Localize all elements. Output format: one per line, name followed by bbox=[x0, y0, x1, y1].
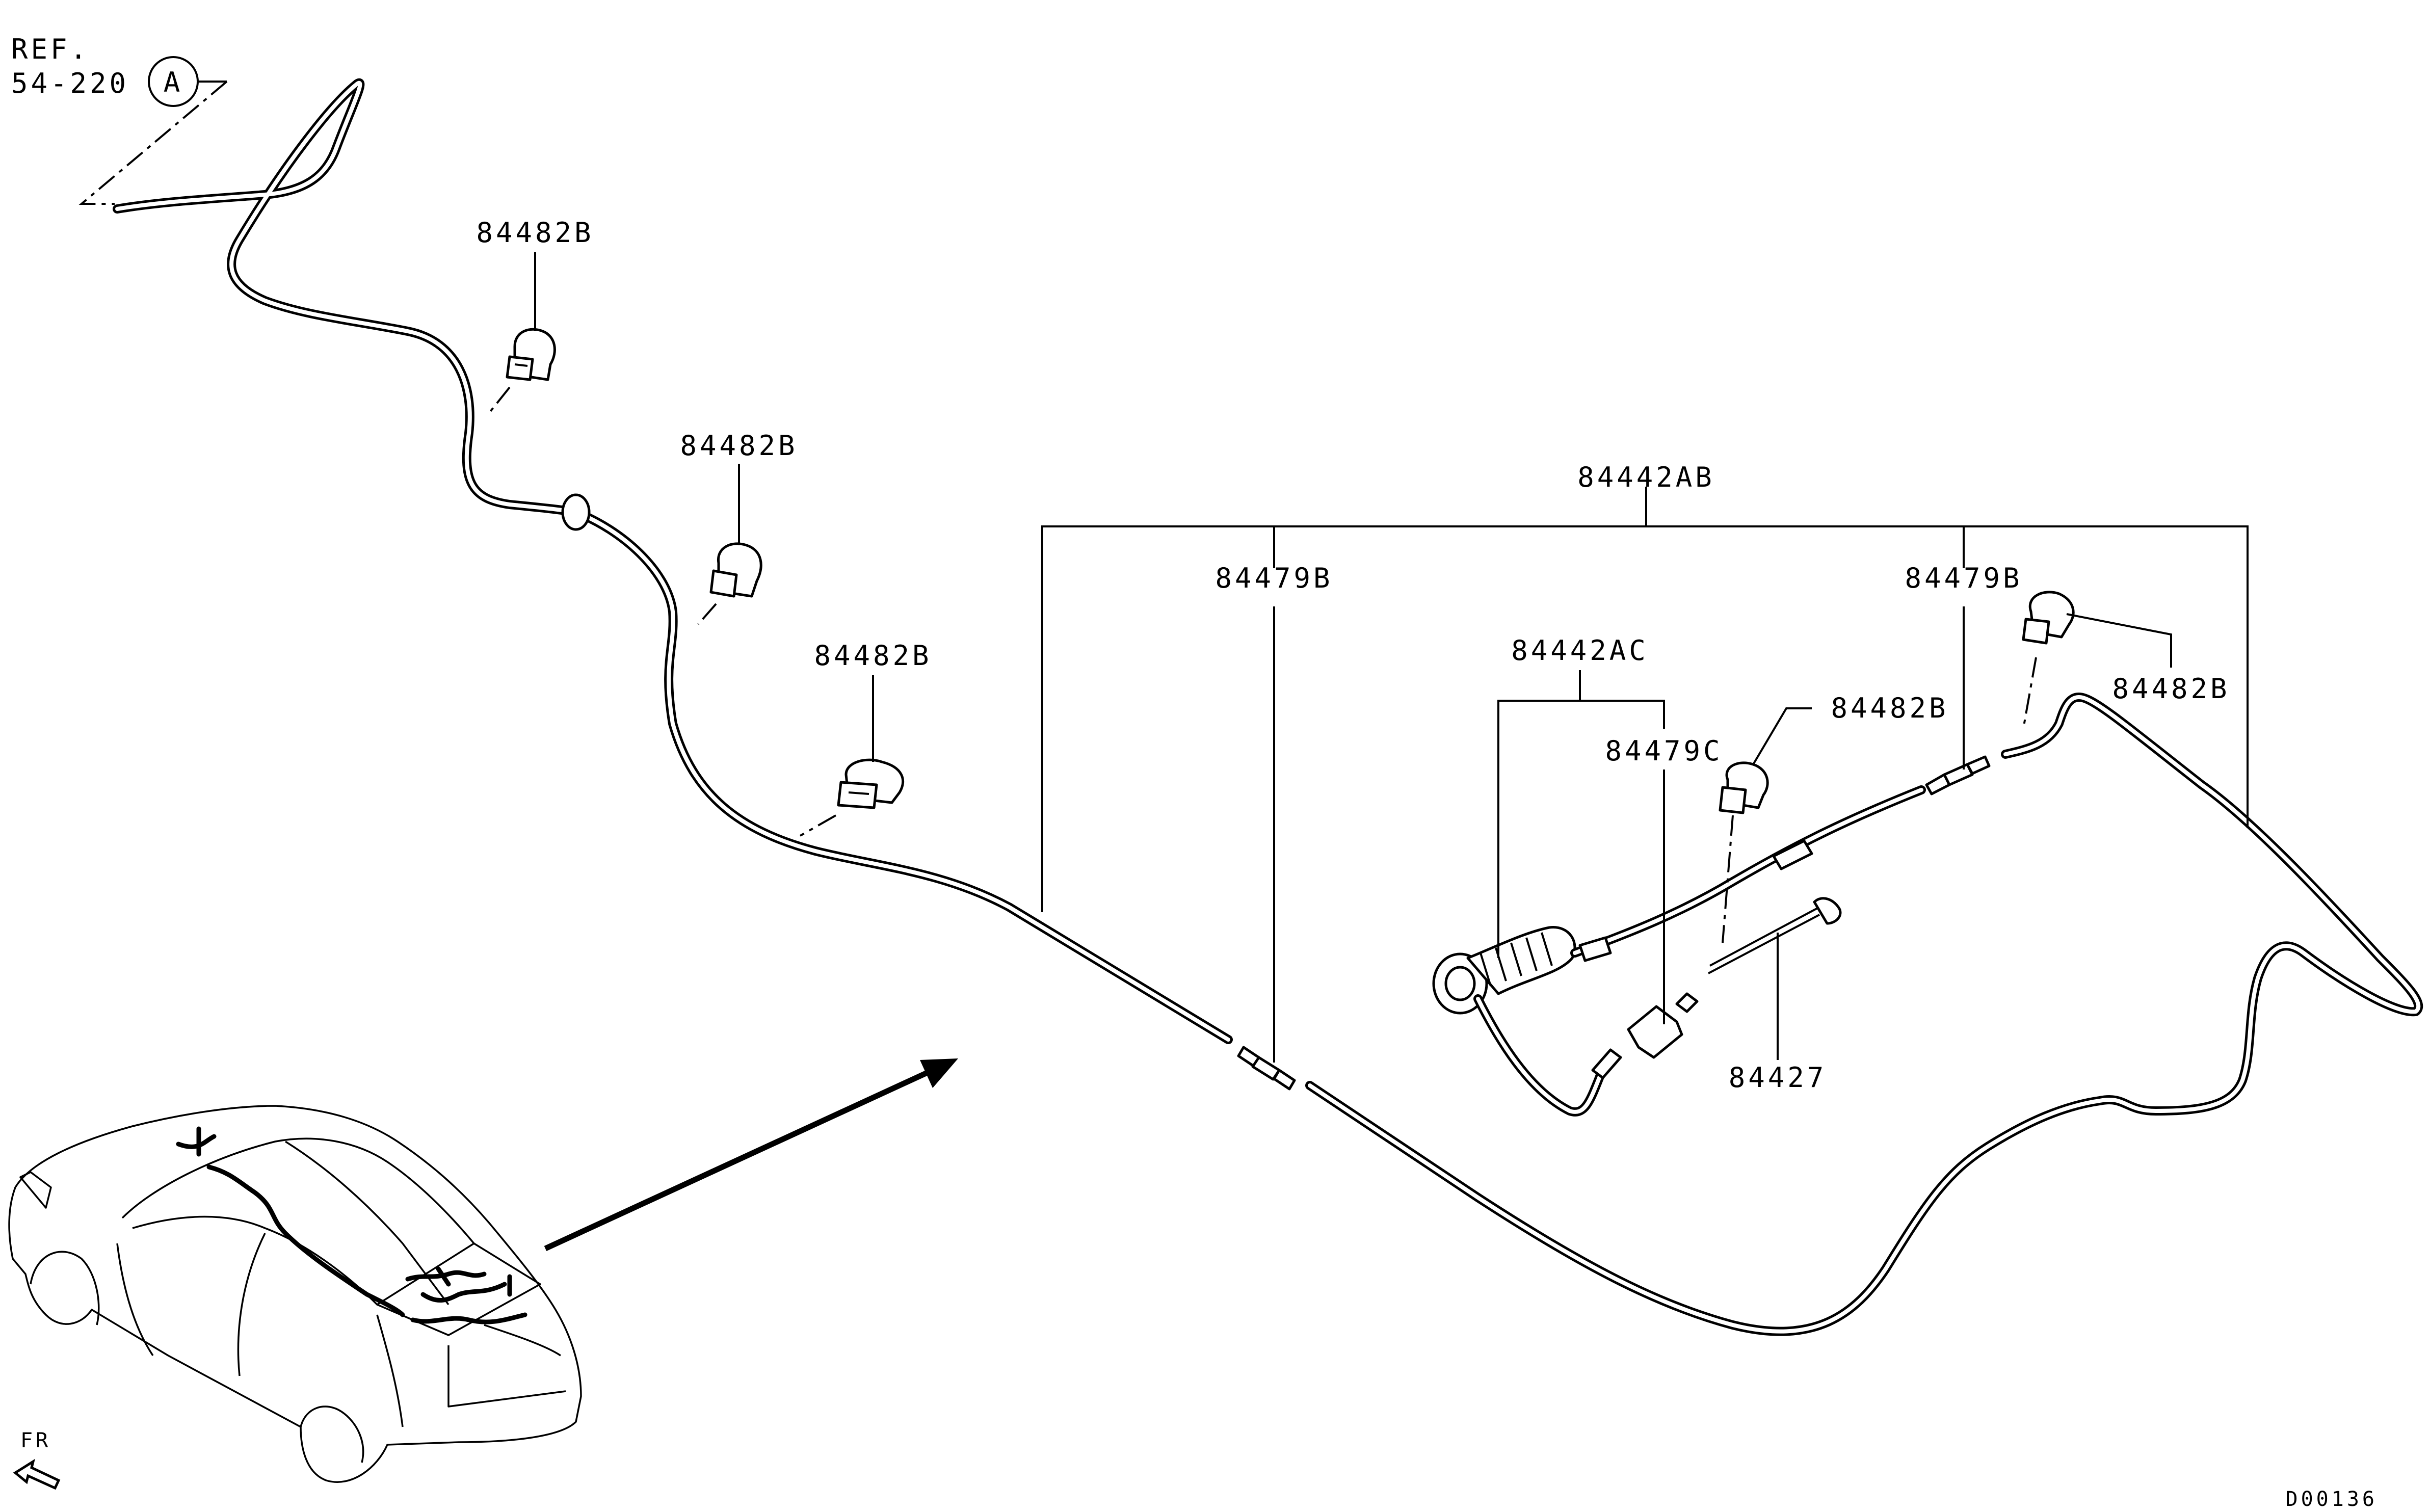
front-label: FR bbox=[20, 1429, 51, 1452]
label-clip-mid: 84482B bbox=[814, 640, 932, 672]
front-arrow-icon bbox=[13, 1458, 61, 1490]
clip-mid bbox=[800, 758, 905, 837]
label-joint-left: 84479B bbox=[1215, 562, 1333, 594]
joint-left bbox=[1237, 1046, 1296, 1091]
ref-callout: REF. 54-220 A bbox=[11, 33, 228, 205]
label-joint-right: 84479B bbox=[1905, 562, 2022, 594]
callout-labels: 84482B 84482B 84482B 84442AB 84479B 8447… bbox=[476, 217, 2230, 1094]
front-indicator: FR bbox=[13, 1429, 61, 1490]
label-joint-sub: 84479C bbox=[1605, 735, 1723, 767]
clip-sub bbox=[1719, 761, 1769, 814]
main-hose-upper bbox=[113, 78, 1233, 1044]
label-nozzle: 84427 bbox=[1729, 1062, 1827, 1094]
label-assembly-main: 84442AB bbox=[1577, 461, 1715, 493]
label-assembly-sub: 84442AC bbox=[1511, 634, 1649, 667]
label-clip-top-2: 84482B bbox=[680, 430, 798, 462]
callout-lines bbox=[534, 252, 2249, 1063]
label-clip-sub: 84482B bbox=[1831, 692, 1948, 724]
clip-top-1 bbox=[488, 328, 556, 414]
clip-right bbox=[2022, 591, 2075, 729]
sub-assembly bbox=[1432, 785, 1926, 1117]
location-arrow bbox=[544, 1058, 958, 1251]
joint-right bbox=[1925, 755, 1991, 795]
vehicle-overview bbox=[8, 1105, 582, 1483]
ref-page: 54-220 bbox=[11, 67, 129, 99]
ref-leader bbox=[78, 81, 228, 205]
label-clip-top-1: 84482B bbox=[476, 217, 594, 249]
ref-label: REF. bbox=[11, 33, 90, 65]
nozzle bbox=[1708, 897, 1842, 974]
label-clip-right: 84482B bbox=[2112, 673, 2230, 705]
main-hose-lower bbox=[1305, 693, 2423, 1336]
ref-circle-letter: A bbox=[164, 66, 183, 98]
grommet bbox=[561, 493, 591, 531]
clip-top-2 bbox=[697, 542, 762, 625]
diagram-code: D00136 bbox=[2286, 1488, 2378, 1511]
